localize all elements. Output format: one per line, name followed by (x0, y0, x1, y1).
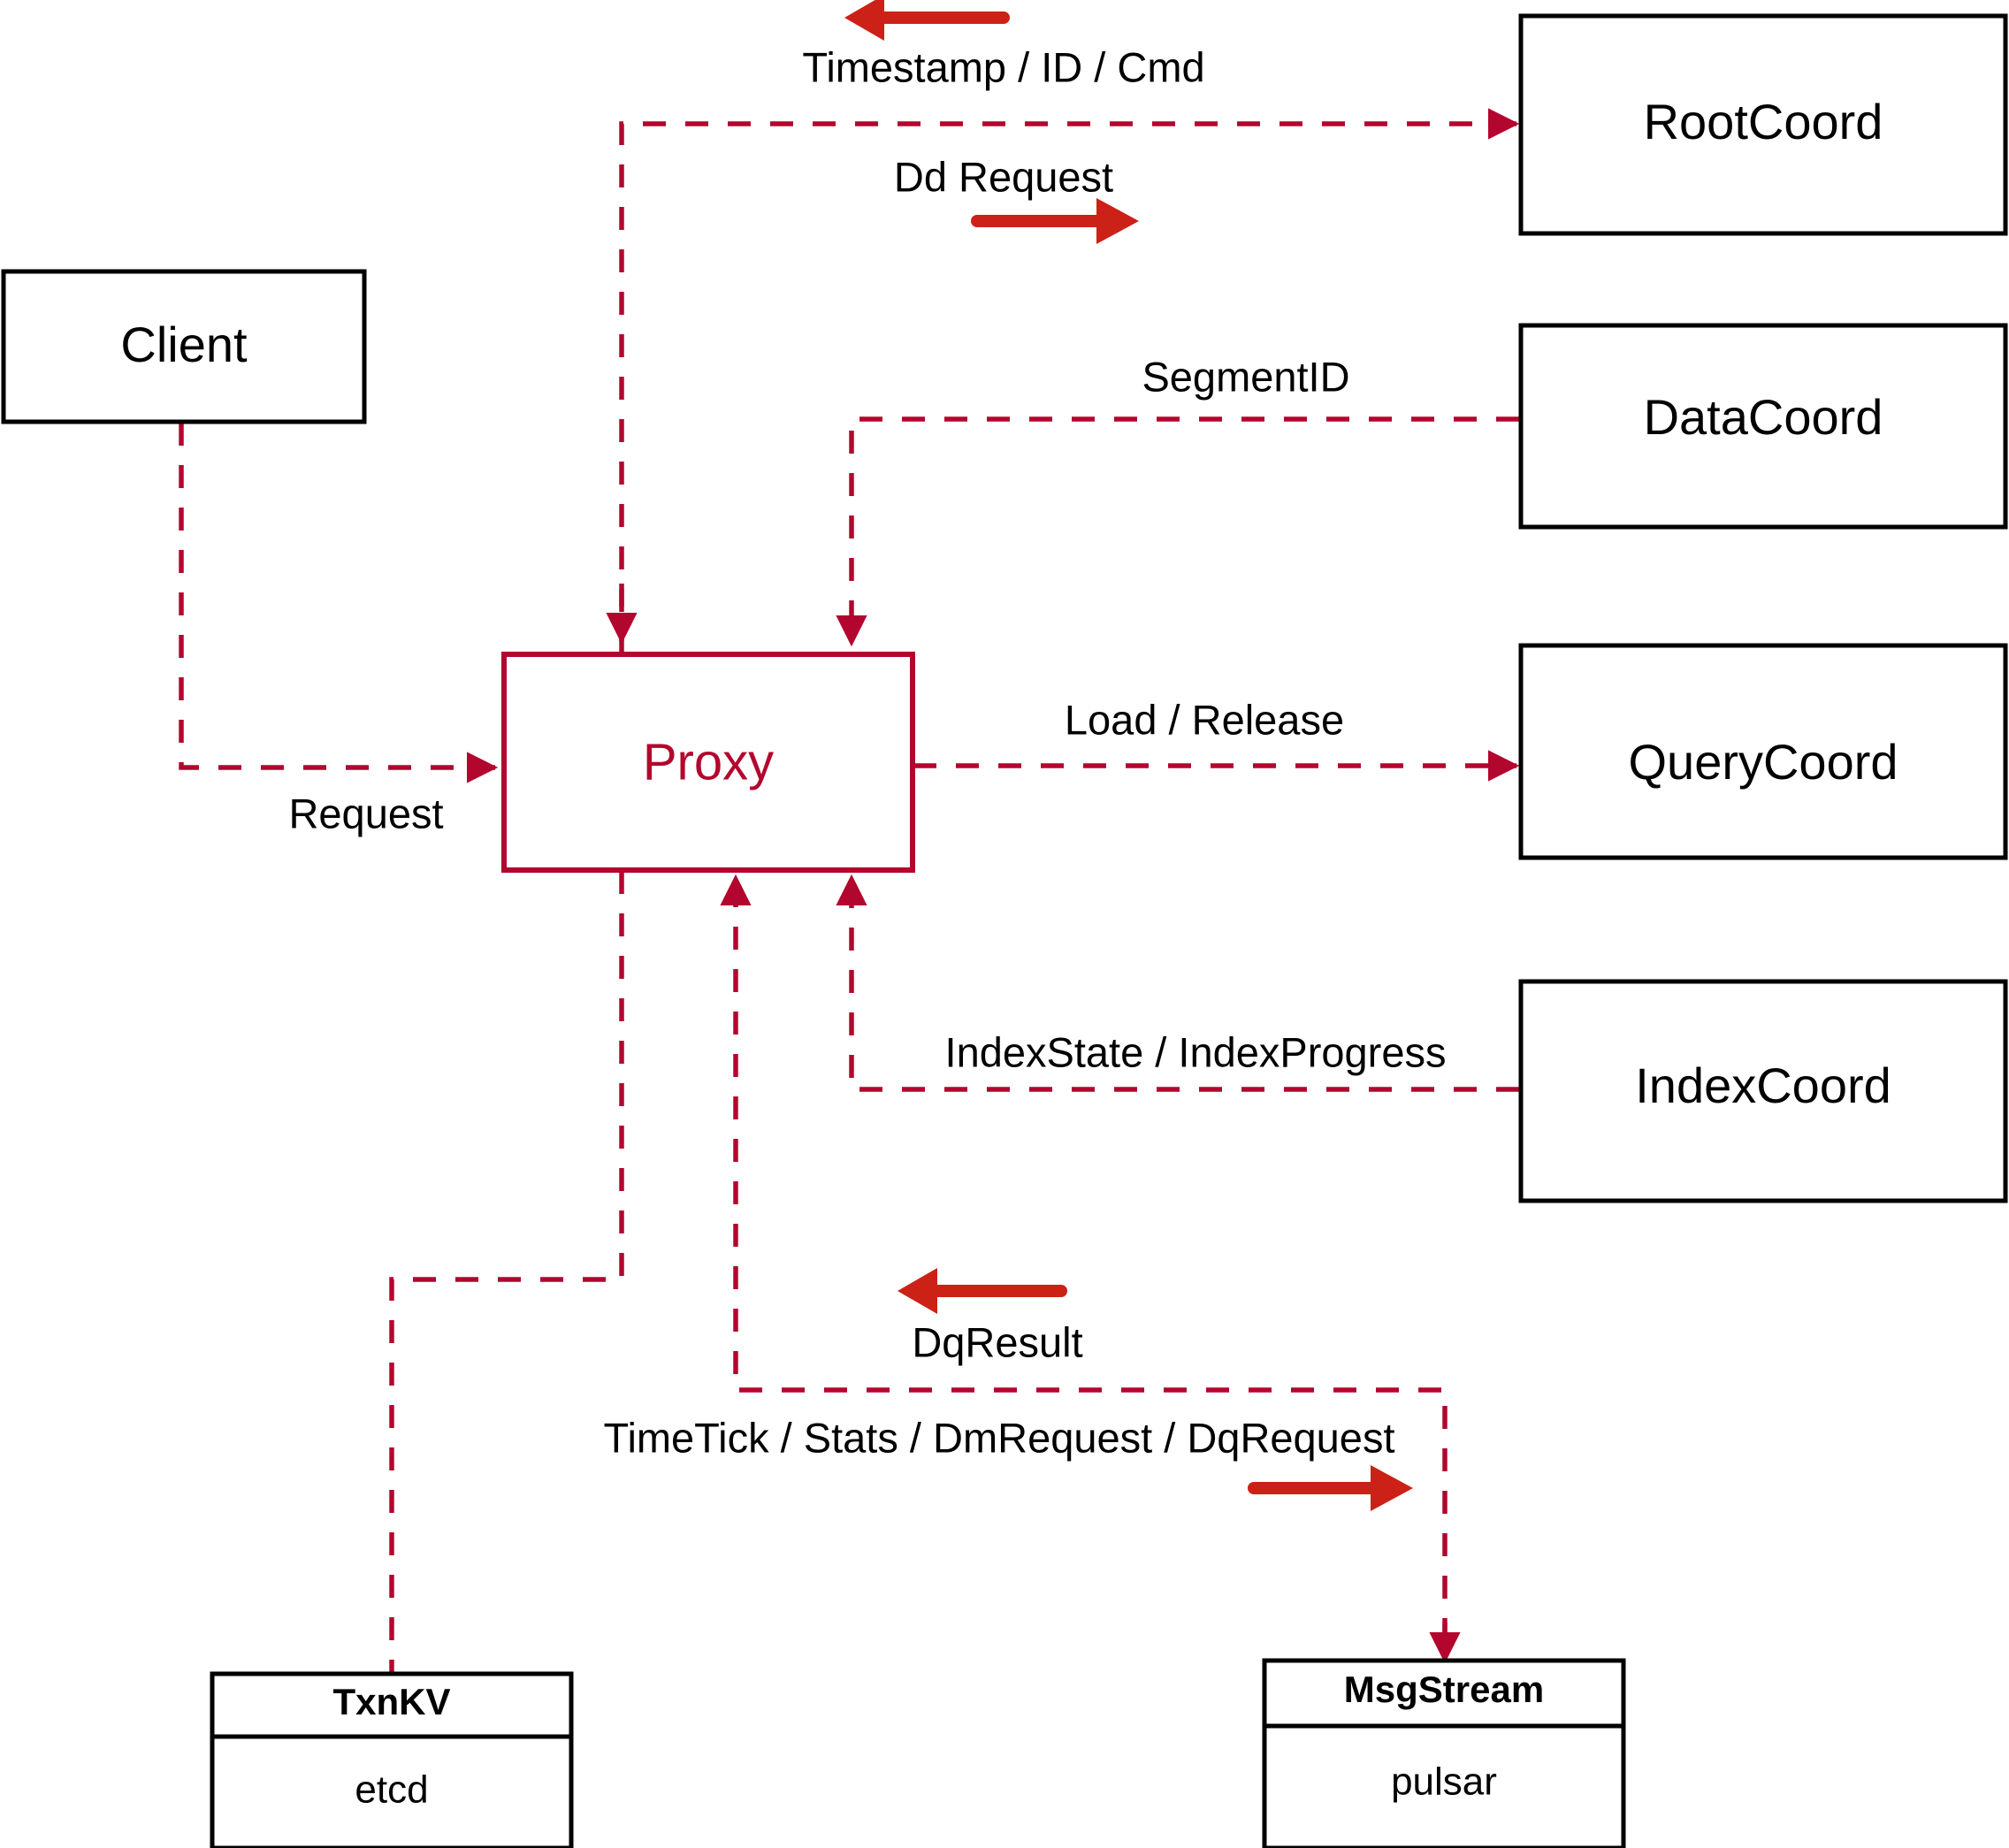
edge-line-msgstream (733, 884, 1448, 1640)
direction-arrow-dd-request (971, 198, 1139, 244)
direction-arrow-dqresult (898, 1268, 1067, 1314)
node-msgstream[interactable]: MsgStream pulsar (1262, 1658, 1626, 1848)
edge-line-datacoord (849, 416, 1519, 641)
node-datacoord[interactable]: DataCoord (1518, 323, 2008, 530)
edge-line-txnkv (389, 871, 624, 1674)
edge-label-dd-request: Dd Request (894, 153, 1113, 200)
node-txnkv-header: TxnKV (332, 1681, 450, 1722)
node-proxy-label: Proxy (643, 733, 774, 790)
node-datacoord-label: DataCoord (1644, 389, 1883, 445)
edge-label-request: Request (288, 790, 443, 836)
node-querycoord[interactable]: QueryCoord (1518, 643, 2008, 860)
node-indexcoord[interactable]: IndexCoord (1518, 979, 2008, 1203)
node-txnkv[interactable]: TxnKV etcd (210, 1671, 574, 1848)
edge-line-rootcoord (619, 121, 1503, 654)
edge-label-timestamp: Timestamp / ID / Cmd (802, 43, 1204, 90)
node-msgstream-body: pulsar (1391, 1760, 1497, 1804)
node-querycoord-label: QueryCoord (1628, 734, 1898, 790)
edge-label-load-release: Load / Release (1065, 696, 1344, 743)
edge-label-segmentid: SegmentID (1142, 353, 1349, 400)
edge-line-indexcoord (849, 884, 1519, 1092)
node-indexcoord-label: IndexCoord (1635, 1058, 1891, 1113)
node-msgstream-header: MsgStream (1344, 1669, 1544, 1710)
direction-arrow-timestamp (844, 0, 1010, 41)
edge-line-request (179, 423, 482, 770)
node-rootcoord[interactable]: RootCoord (1518, 13, 2008, 236)
node-client-label: Client (120, 317, 248, 372)
node-proxy[interactable]: Proxy (501, 652, 915, 873)
node-rootcoord-label: RootCoord (1644, 94, 1883, 149)
edge-label-indexstate: IndexState / IndexProgress (945, 1028, 1447, 1075)
edge-label-timetick: TimeTick / Stats / DmRequest / DqRequest (603, 1414, 1394, 1461)
direction-arrow-timetick (1248, 1465, 1413, 1511)
node-client[interactable]: Client (1, 269, 367, 424)
edge-label-dqresult: DqResult (912, 1318, 1082, 1365)
node-txnkv-body: etcd (355, 1768, 428, 1812)
